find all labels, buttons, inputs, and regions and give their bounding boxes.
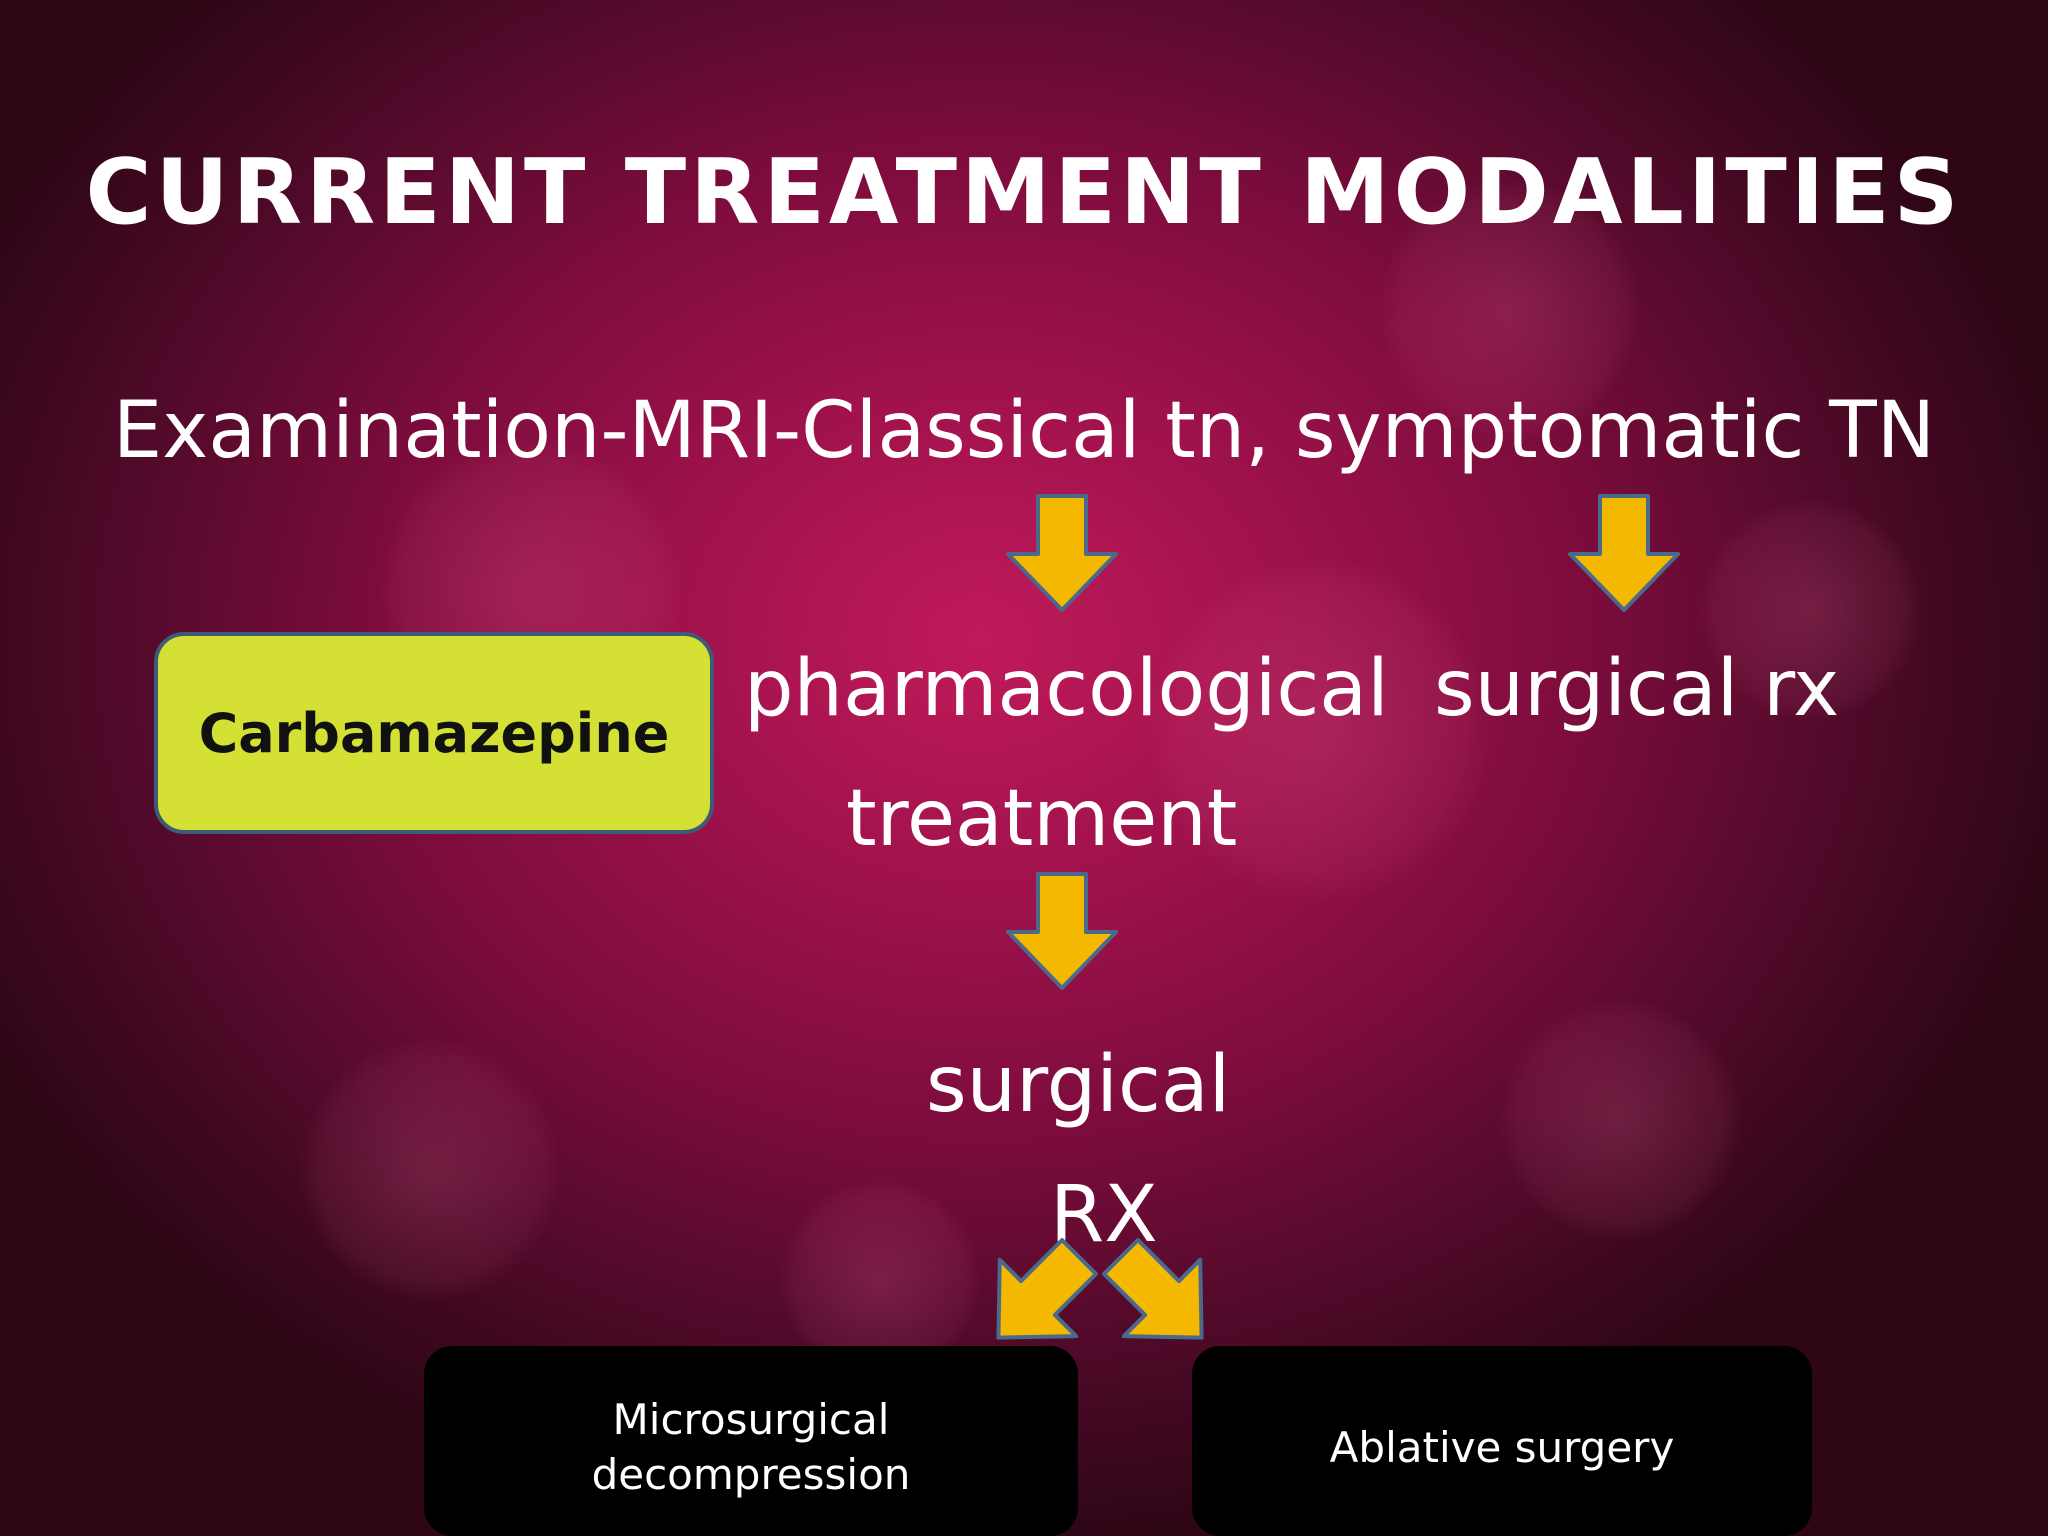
bokeh-light xyxy=(1380,180,1640,440)
down-arrow-icon xyxy=(1000,492,1124,616)
microsurgical-line: Microsurgical xyxy=(612,1395,890,1445)
bokeh-light xyxy=(1150,560,1490,900)
down-left-arrow-icon xyxy=(976,1236,1100,1360)
bokeh-light xyxy=(1700,500,1920,720)
slide-title: CURRENT TREATMENT MODALITIES xyxy=(85,140,1963,245)
down-arrow-icon xyxy=(1562,492,1686,616)
ablative-surgery-box: Ablative surgery xyxy=(1192,1346,1812,1536)
microsurgical-decompression-box: Microsurgical decompression xyxy=(424,1346,1078,1536)
decompression-line: decompression xyxy=(591,1450,911,1499)
carbamazepine-label: Carbamazepine xyxy=(198,701,670,765)
bokeh-light xyxy=(300,1040,560,1300)
down-arrow-icon xyxy=(1000,870,1124,994)
bokeh-light xyxy=(1500,1000,1740,1240)
carbamazepine-box: Carbamazepine xyxy=(154,632,714,834)
surgical-line: surgical xyxy=(926,1040,1231,1130)
surgical-rx-top: surgical rx xyxy=(1434,644,1840,734)
treatment-line: treatment xyxy=(846,774,1238,864)
ablative-surgery-label: Ablative surgery xyxy=(1329,1422,1675,1472)
examination-line: Examination-MRI-Classical tn, symptomati… xyxy=(112,386,1936,476)
pharmacological-line: pharmacological xyxy=(744,644,1389,734)
down-right-arrow-icon xyxy=(1100,1236,1224,1360)
